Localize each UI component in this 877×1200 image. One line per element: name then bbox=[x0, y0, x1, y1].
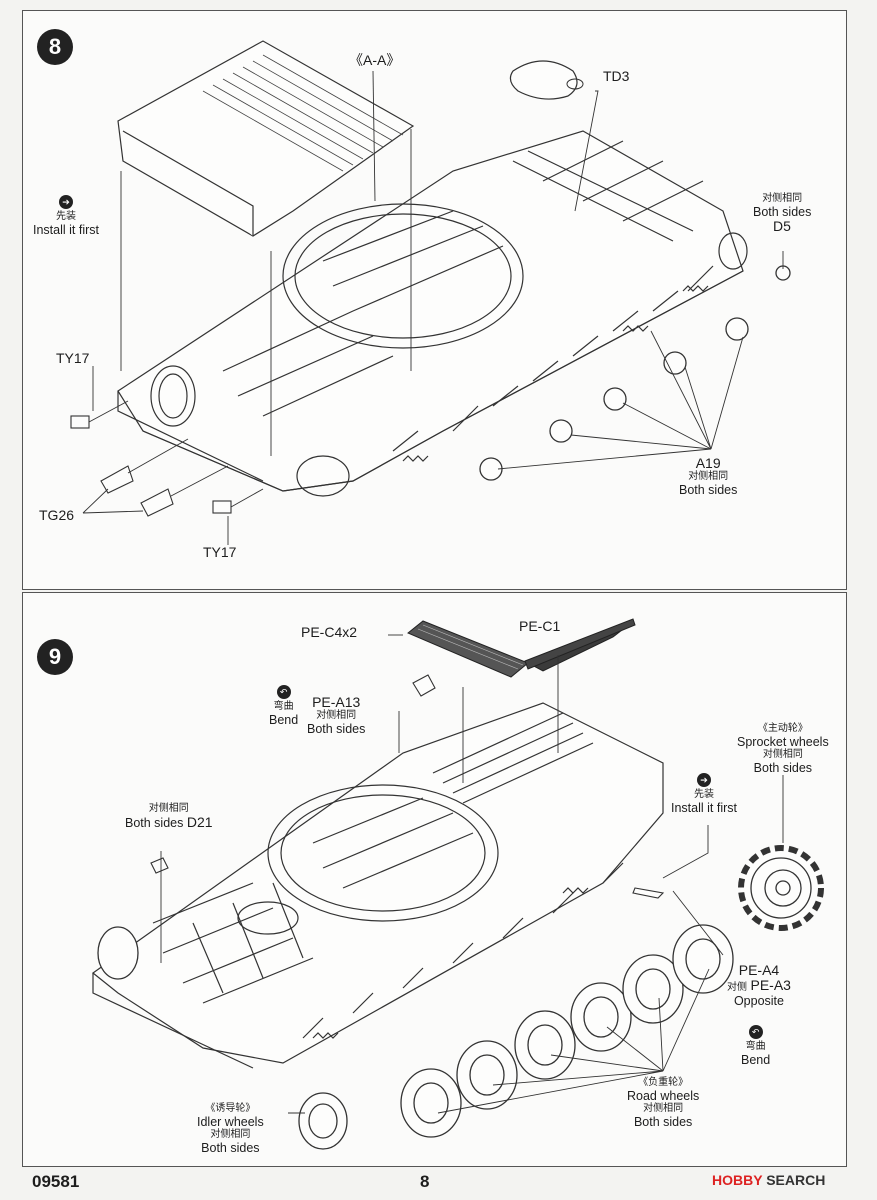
watermark-rest: SEARCH bbox=[762, 1172, 826, 1188]
bend-icon: ↶ bbox=[276, 685, 291, 699]
part-tg26-label: TG26 bbox=[39, 507, 75, 523]
a19-note: A19 对侧相同 Both sides bbox=[679, 455, 738, 497]
arrow-right-icon: ➔ bbox=[59, 195, 73, 209]
part-ty17-top-label: TY17 bbox=[56, 350, 90, 366]
arrow-right-icon: ➔ bbox=[697, 773, 711, 787]
step-9-panel: 9 bbox=[22, 592, 847, 1167]
part-a19-label: A19 bbox=[695, 455, 721, 471]
d21-note: 对侧相同 Both sides D21 bbox=[125, 803, 213, 830]
bend-note-pe-a13: ↶ 弯曲 Bend bbox=[269, 685, 299, 727]
page-number: 8 bbox=[420, 1172, 430, 1191]
d5-both-sides-note: 对侧相同 Both sides bbox=[753, 193, 812, 219]
idler-wheels-note: 《诱导轮》 Idler wheels 对侧相同 Both sides bbox=[197, 1103, 264, 1155]
part-pe-c4-label: PE-C4x2 bbox=[301, 624, 358, 640]
hobby-search-watermark: HOBBY SEARCH bbox=[712, 1172, 825, 1188]
watermark-brand: HOBBY bbox=[712, 1172, 763, 1188]
step-9-hull-drawing bbox=[92, 618, 824, 1150]
pe-a13-note: PE-A13 对侧相同 Both sides bbox=[307, 694, 366, 736]
part-ty17-bottom-label: TY17 bbox=[203, 544, 237, 560]
sprocket-note: 《主动轮》 Sprocket wheels 对侧相同 Both sides bbox=[737, 723, 829, 775]
install-first-note-step9: ➔ 先装 Install it first bbox=[671, 773, 737, 815]
bend-icon: ↶ bbox=[748, 1025, 763, 1039]
section-aa-label: 《A-A》 bbox=[349, 52, 401, 68]
step-8-hull-drawing bbox=[70, 40, 791, 545]
part-pe-a4-label: PE-A4 bbox=[738, 962, 780, 978]
step-8-panel: 8 bbox=[22, 10, 847, 590]
bend-note-pe-a4: ↶ 弯曲 Bend bbox=[741, 1025, 771, 1067]
pe-a4-note: PE-A4 对侧 PE-A3 Opposite bbox=[727, 962, 791, 1008]
part-pe-a13-label: PE-A13 bbox=[312, 694, 361, 710]
part-d21-label: D21 bbox=[186, 814, 213, 830]
road-wheels-note: 《负重轮》 Road wheels 对侧相同 Both sides bbox=[627, 1077, 700, 1129]
part-pe-c1-label: PE-C1 bbox=[519, 618, 561, 634]
part-td3-label: TD3 bbox=[603, 68, 630, 84]
install-first-note: ➔ 先装 Install it first bbox=[33, 195, 99, 237]
kit-number: 09581 bbox=[32, 1172, 80, 1191]
step-8-badge: 8 bbox=[37, 29, 73, 65]
step-9-badge: 9 bbox=[37, 639, 73, 675]
part-d5-label: D5 bbox=[773, 218, 791, 234]
